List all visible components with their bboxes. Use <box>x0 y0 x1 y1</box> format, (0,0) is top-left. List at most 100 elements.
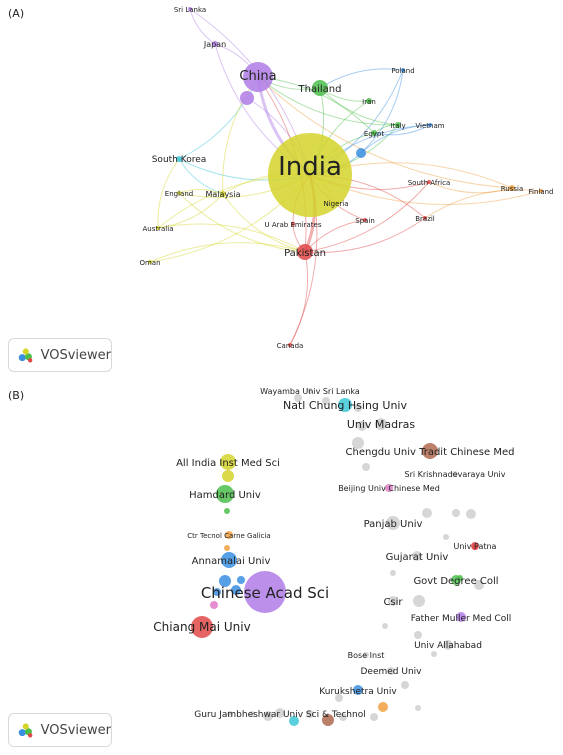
node-nigeria[interactable] <box>334 201 338 205</box>
node-g11[interactable] <box>474 580 484 590</box>
label-iran: Iran <box>362 98 376 106</box>
node-thailand[interactable] <box>312 80 328 96</box>
node-china2[interactable] <box>240 91 254 105</box>
node-southafrica[interactable] <box>427 180 431 184</box>
node-blue3[interactable] <box>231 585 241 595</box>
node-g12[interactable] <box>413 595 425 607</box>
node-gujarat[interactable] <box>412 551 422 561</box>
node-g3[interactable] <box>354 404 362 412</box>
node-china[interactable] <box>243 62 273 92</box>
node-b5[interactable] <box>457 575 463 581</box>
node-g13[interactable] <box>390 570 396 576</box>
node-southkorea[interactable] <box>176 156 182 162</box>
node-g25[interactable] <box>227 711 233 717</box>
node-poland[interactable] <box>401 68 405 72</box>
node-russia[interactable] <box>509 185 515 191</box>
node-g21[interactable] <box>249 711 255 717</box>
node-g8[interactable] <box>443 534 449 540</box>
node-g18[interactable] <box>335 694 343 702</box>
node-krishnadevaraya[interactable] <box>452 471 458 477</box>
node-pakistan[interactable] <box>297 244 313 260</box>
panel-label-b: (B) <box>8 389 25 402</box>
node-vietnam[interactable] <box>428 123 432 127</box>
node-uae[interactable] <box>291 222 295 226</box>
node-g9[interactable] <box>452 509 460 517</box>
node-blue2[interactable] <box>219 575 231 587</box>
node-g17[interactable] <box>401 681 409 689</box>
link-egypt-vietnam <box>373 124 431 136</box>
node-aiims2[interactable] <box>222 470 234 482</box>
node-deemed[interactable] <box>387 667 395 675</box>
node-b2[interactable] <box>289 716 299 726</box>
node-chiangmai[interactable] <box>191 616 213 638</box>
label-krishnadevaraya: Sri Krishnadevaraya Univ <box>405 470 506 479</box>
node-canada[interactable] <box>288 343 292 347</box>
node-hamdard[interactable] <box>216 485 234 503</box>
node-b4[interactable] <box>378 702 388 712</box>
node-kurukshetra[interactable] <box>353 685 363 695</box>
node-g2[interactable] <box>322 397 330 405</box>
node-australia[interactable] <box>156 226 160 230</box>
node-madras[interactable] <box>375 418 387 430</box>
node-japan[interactable] <box>212 41 218 47</box>
label-australia: Australia <box>143 225 174 233</box>
node-india[interactable] <box>268 133 352 217</box>
label-guru: Guru Jambheshwar Univ Sci & Technol <box>194 710 365 720</box>
node-g10[interactable] <box>466 509 476 519</box>
node-g16[interactable] <box>431 651 437 657</box>
node-g5[interactable] <box>352 437 364 449</box>
label-poland: Poland <box>391 67 414 75</box>
node-g20[interactable] <box>263 711 273 721</box>
node-csir[interactable] <box>388 596 398 606</box>
node-b6[interactable] <box>472 544 478 550</box>
link-pakistan-southafrica <box>304 181 430 253</box>
node-g23[interactable] <box>370 713 378 721</box>
vosviewer-badge-b[interactable]: VOSviewer <box>8 713 112 747</box>
node-hamdard2[interactable] <box>224 508 230 514</box>
node-blue5[interactable] <box>237 576 245 584</box>
node-g7[interactable] <box>422 508 432 518</box>
node-g22[interactable] <box>339 713 347 721</box>
node-fathermuller[interactable] <box>456 612 466 622</box>
node-cas[interactable] <box>244 571 286 613</box>
node-england[interactable] <box>177 191 181 195</box>
node-annamalai[interactable] <box>221 552 237 568</box>
node-wayamba[interactable] <box>307 388 313 394</box>
node-blue4[interactable] <box>213 588 221 596</box>
node-finland[interactable] <box>539 189 543 193</box>
node-allahabad[interactable] <box>443 640 453 650</box>
node-g24[interactable] <box>415 705 421 711</box>
node-ctr[interactable] <box>225 531 233 539</box>
label-oman: Oman <box>139 259 160 267</box>
node-beijing[interactable] <box>385 484 393 492</box>
node-srilanka[interactable] <box>188 7 192 11</box>
node-panjab[interactable] <box>386 516 400 530</box>
node-g4[interactable] <box>357 421 367 431</box>
node-brazil[interactable] <box>423 216 427 220</box>
node-iran[interactable] <box>366 98 372 104</box>
node-b3[interactable] <box>322 714 334 726</box>
node-natlchung[interactable] <box>338 398 352 412</box>
node-ctr2[interactable] <box>224 545 230 551</box>
link-malaysia-england <box>178 189 224 195</box>
node-bluenode[interactable] <box>356 148 366 158</box>
network-a-nodes <box>148 7 543 347</box>
node-bose[interactable] <box>363 652 369 658</box>
node-chengdu[interactable] <box>422 443 438 459</box>
node-aiims[interactable] <box>220 454 236 470</box>
node-oman[interactable] <box>148 260 152 264</box>
link-china-italy <box>257 76 399 126</box>
node-guru[interactable] <box>275 708 285 718</box>
node-egypt[interactable] <box>371 130 377 136</box>
node-pinkB[interactable] <box>210 601 218 609</box>
vosviewer-badge-a[interactable]: VOSviewer <box>8 338 112 372</box>
node-g15[interactable] <box>414 631 422 639</box>
node-italy[interactable] <box>395 122 401 128</box>
node-malaysia[interactable] <box>220 191 226 197</box>
node-g6[interactable] <box>362 463 370 471</box>
node-g14[interactable] <box>382 623 388 629</box>
node-g1[interactable] <box>294 394 302 402</box>
node-spain[interactable] <box>363 218 367 222</box>
node-g19[interactable] <box>306 710 314 718</box>
